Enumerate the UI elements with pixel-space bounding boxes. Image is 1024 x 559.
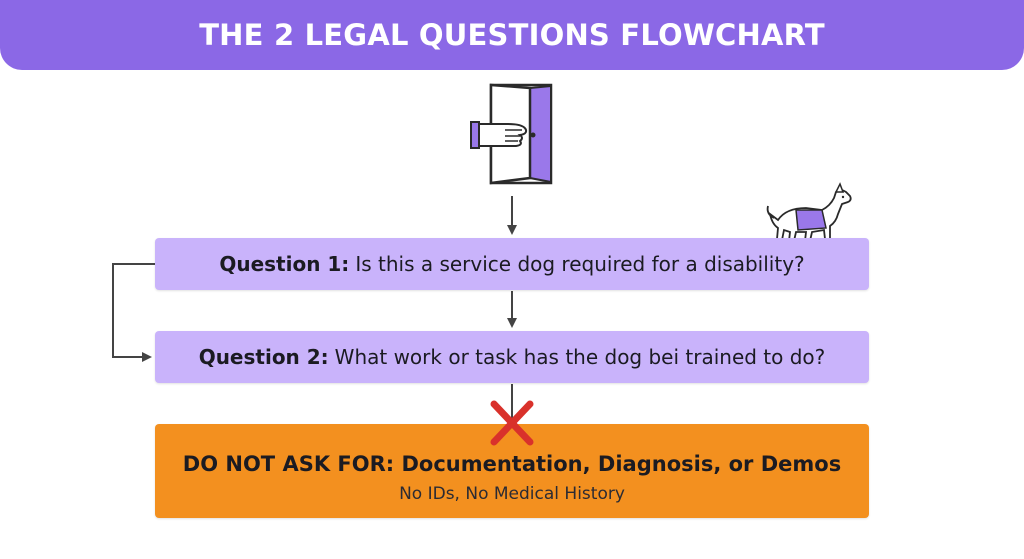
do-not-ask-title: DO NOT ASK FOR: Documentation, Diagnosis… — [182, 452, 842, 476]
header-banner: THE 2 LEGAL QUESTIONS FLOWCHART — [0, 0, 1024, 70]
hand-opening-door-icon — [470, 83, 553, 185]
red-x-icon — [490, 400, 534, 446]
question-1-box: Question 1: Is this a service dog requir… — [155, 238, 869, 290]
question-1-label: Question 1: — [219, 252, 350, 276]
page-title: THE 2 LEGAL QUESTIONS FLOWCHART — [199, 18, 825, 52]
question-2-text: What work or task has the dog bei traine… — [334, 345, 826, 369]
question-2-box: Question 2: What work or task has the do… — [155, 331, 869, 383]
question-1-text: Is this a service dog required for a dis… — [355, 252, 805, 276]
do-not-ask-subtitle: No IDs, No Medical History — [399, 484, 625, 504]
question-2-label: Question 2: — [198, 345, 329, 369]
arrow-loop-q1-to-q2 — [112, 263, 155, 362]
do-not-ask-box: DO NOT ASK FOR: Documentation, Diagnosis… — [155, 424, 869, 518]
